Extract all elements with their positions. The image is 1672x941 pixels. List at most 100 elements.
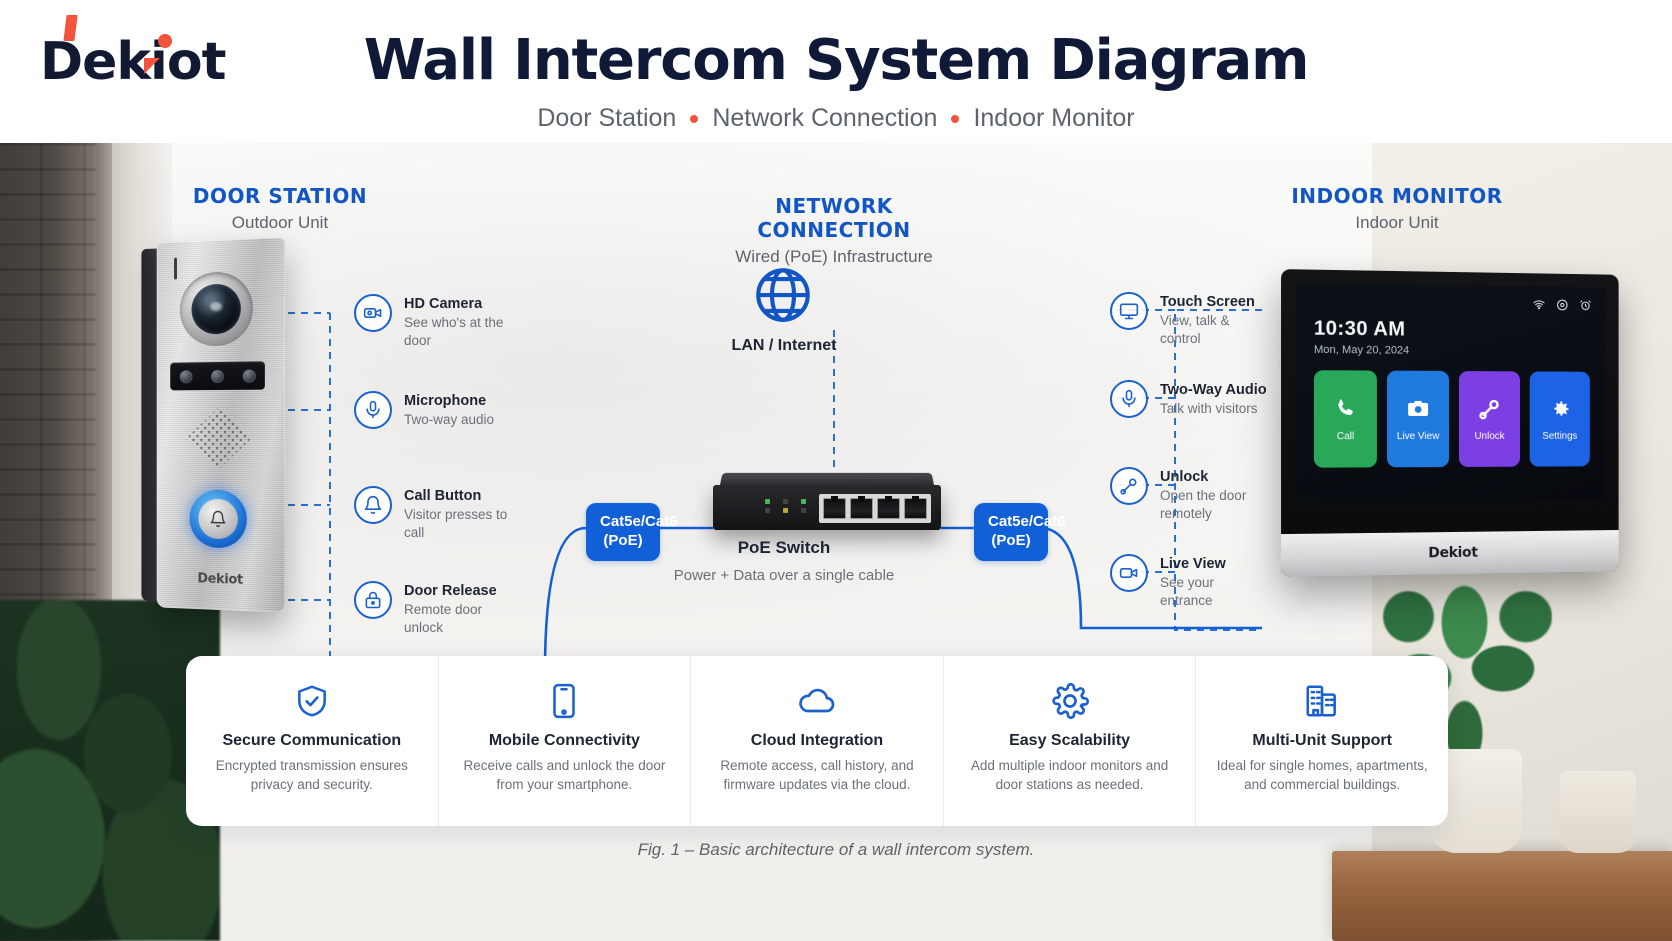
subtitle-part-network: Network Connection — [712, 104, 938, 132]
benefit-desc: Receive calls and unlock the door from y… — [463, 758, 666, 792]
feature-desc: Visitor presses to call — [404, 507, 508, 540]
bell-icon — [354, 486, 392, 524]
app-tile-label: Call — [1336, 430, 1355, 442]
benefit-title: Cloud Integration — [750, 732, 884, 749]
wood-shelf — [1332, 851, 1672, 941]
camera-icon — [1408, 400, 1429, 416]
cable-right-run — [1039, 526, 1262, 630]
benefit-easy-scalability: Easy Scalability Add multiple indoor mon… — [944, 656, 1197, 826]
benefit-multi-unit-support: Multi-Unit Support Ideal for single home… — [1196, 656, 1448, 826]
poe-switch-caption: PoE Switch Power + Data over a single ca… — [660, 538, 908, 586]
alarm-icon — [1579, 299, 1592, 312]
switch-front-face — [713, 485, 941, 530]
indoor-monitor-device: 10:30 AM Mon, May 20, 2024 Call Live Vie… — [1281, 269, 1619, 577]
feature-hd-camera: HD Camera See who's at the door — [354, 294, 524, 350]
key-icon — [1110, 467, 1148, 505]
section-heading-network: NETWORK CONNECTION Wired (PoE) Infrastru… — [714, 194, 954, 267]
rj45-port — [823, 496, 846, 519]
door-station-call-button[interactable] — [189, 489, 247, 549]
cable-label-left: Cat5e/Cat6 (PoE) — [586, 503, 678, 561]
benefit-secure-communication: Secure Communication Encrypted transmiss… — [186, 656, 439, 826]
feature-microphone: Microphone Two-way audio — [354, 391, 524, 429]
feature-title: Microphone — [404, 393, 487, 409]
lan-globe — [741, 262, 825, 333]
screen-clock-date: Mon, May 20, 2024 — [1313, 343, 1410, 357]
switch-name: PoE Switch — [737, 538, 831, 557]
status-led — [783, 499, 788, 504]
feature-unlock: Unlock Open the door remotely — [1110, 467, 1270, 523]
key-icon — [1478, 397, 1502, 421]
door-station-camera-bezel — [179, 270, 253, 347]
page-subtitle: Door Station Network Connection Indoor M… — [0, 104, 1672, 133]
door-station-sensor-bar — [170, 361, 265, 391]
page-title: Wall Intercom System Diagram — [363, 28, 1310, 93]
wire-monitor-bus — [1174, 309, 1262, 631]
switch-port-bank — [819, 494, 931, 523]
gear-icon — [1050, 678, 1090, 724]
benefit-title: Easy Scalability — [1009, 732, 1131, 749]
door-station-faceplate: Dekiot — [156, 237, 286, 613]
cable-label-left-line2: (PoE) — [603, 531, 643, 549]
benefit-desc: Add multiple indoor monitors and door st… — [970, 758, 1169, 792]
pot-small — [1560, 771, 1636, 853]
status-led — [801, 499, 806, 504]
rj45-port — [850, 496, 873, 519]
benefit-cloud-integration: Cloud Integration Remote access, call hi… — [691, 656, 944, 826]
section-heading-indoor: INDOOR MONITOR Indoor Unit — [1277, 184, 1517, 233]
feature-desc: Two-way audio — [404, 412, 495, 428]
logo-dot-mark — [158, 34, 172, 48]
app-tile-label: Settings — [1542, 430, 1578, 442]
benefit-mobile-connectivity: Mobile Connectivity Receive calls and un… — [439, 656, 692, 826]
section-title-door: DOOR STATION — [192, 184, 368, 208]
app-tile-live-view[interactable]: Live View — [1387, 370, 1450, 468]
feature-touch-screen: Touch Screen View, talk & control — [1110, 292, 1270, 348]
feature-live-view: Live View See your entrance — [1110, 554, 1270, 610]
feature-title: Touch Screen — [1160, 294, 1255, 310]
feature-title: Call Button — [404, 488, 482, 504]
light-sensor-dot — [210, 369, 224, 383]
subtitle-separator-dot — [690, 114, 699, 123]
plant-left — [0, 600, 220, 941]
section-title-network: NETWORK CONNECTION — [757, 194, 911, 242]
gear-icon — [1554, 400, 1569, 416]
app-tile-label: Unlock — [1474, 430, 1505, 442]
status-led — [801, 508, 806, 513]
feature-title: Live View — [1160, 556, 1226, 572]
bell-icon — [211, 510, 226, 528]
monitor-icon — [1110, 292, 1148, 330]
smartphone-icon — [545, 678, 583, 724]
section-heading-door: DOOR STATION Outdoor Unit — [160, 184, 400, 233]
subtitle-part-door: Door Station — [537, 104, 677, 132]
feature-call-button: Call Button Visitor presses to call — [354, 486, 529, 542]
feature-desc: See your entrance — [1160, 575, 1215, 608]
door-station-speaker-grille — [186, 408, 251, 470]
video-camera-icon — [1110, 554, 1148, 592]
figure-caption: Fig. 1 – Basic architecture of a wall in… — [637, 840, 1035, 859]
buildings-icon — [1303, 678, 1341, 724]
logo-text: Dekiot — [40, 32, 226, 92]
screen-status-bar — [1533, 298, 1592, 312]
feature-title: Unlock — [1160, 469, 1209, 485]
cable-left-run — [543, 526, 587, 673]
video-camera-icon — [354, 294, 392, 332]
benefit-title: Multi-Unit Support — [1252, 732, 1392, 749]
monitor-brand: Dekiot — [1428, 544, 1478, 562]
rj45-port — [877, 496, 900, 519]
status-led — [783, 508, 788, 513]
app-tile-unlock[interactable]: Unlock — [1458, 371, 1520, 467]
subtitle-separator-dot — [951, 114, 960, 123]
page-header: Dekiot Wall Intercom System Diagram Door… — [0, 0, 1672, 143]
app-tile-label: Live View — [1396, 430, 1440, 442]
app-tile-settings[interactable]: Settings — [1529, 371, 1590, 467]
door-station-mic-slot — [174, 257, 177, 280]
screen-clock-time: 10:30 AM — [1313, 317, 1406, 341]
benefit-desc: Remote access, call history, and firmwar… — [720, 758, 914, 792]
benefit-desc: Ideal for single homes, apartments, and … — [1216, 758, 1428, 792]
door-station-camera-lens — [191, 283, 241, 335]
brand-logo: Dekiot — [40, 15, 226, 88]
benefits-panel: Secure Communication Encrypted transmiss… — [186, 656, 1448, 826]
app-tile-call[interactable]: Call — [1313, 370, 1377, 468]
subtitle-part-indoor: Indoor Monitor — [973, 104, 1135, 132]
monitor-screen[interactable]: 10:30 AM Mon, May 20, 2024 Call Live Vie… — [1295, 282, 1606, 503]
benefit-title: Secure Communication — [222, 732, 402, 749]
